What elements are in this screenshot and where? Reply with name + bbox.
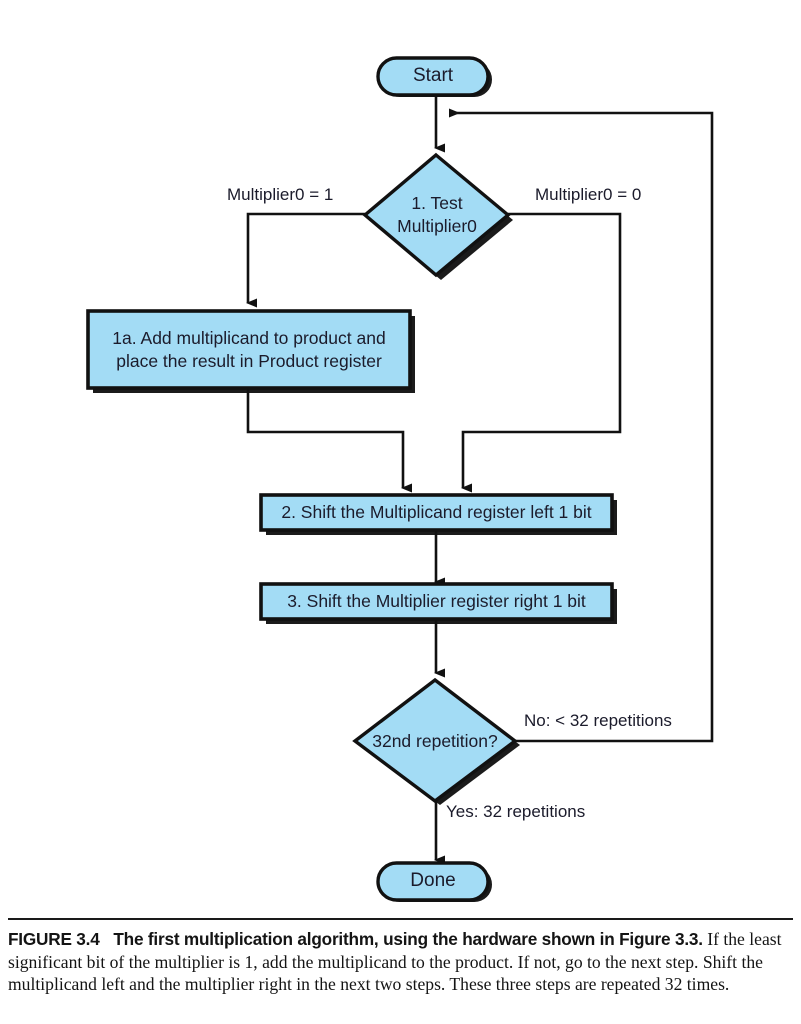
figure-description: If the least significant bit of the mult… xyxy=(8,929,782,995)
edge-label-no-branch: No: < 32 repetitions xyxy=(524,711,672,730)
node-shape-done xyxy=(376,861,490,902)
node-shape-repeat xyxy=(352,677,518,804)
figure-title: The first multiplication algorithm, usin… xyxy=(113,929,703,949)
node-shape-step3 xyxy=(259,582,614,621)
edge-label-yes-branch: Yes: 32 repetitions xyxy=(446,802,586,821)
caption-divider xyxy=(8,918,793,920)
edge-test-to-step2 xyxy=(461,212,622,493)
node-shape-start xyxy=(376,56,490,97)
node-shape-step2 xyxy=(259,493,614,532)
node-shape-test xyxy=(362,152,511,278)
edge-test-to-step1a xyxy=(246,212,365,308)
edge-step1a-to-step2 xyxy=(246,389,412,493)
figure-number: FIGURE 3.4 xyxy=(8,929,100,949)
figure-caption: FIGURE 3.4 The first multiplication algo… xyxy=(8,928,795,996)
node-shapes xyxy=(86,56,614,902)
figure-container: Start 1. Test Multiplier0 1a. Add multip… xyxy=(86,56,714,902)
edge-repeat-to-test xyxy=(449,108,714,743)
edge-label-multiplier-one: Multiplier0 = 1 xyxy=(227,185,334,204)
flowchart-canvas xyxy=(86,56,714,902)
node-shape-step1a xyxy=(86,309,412,390)
edge-label-multiplier-zero: Multiplier0 = 0 xyxy=(535,185,642,204)
flow-connectors xyxy=(246,95,714,865)
